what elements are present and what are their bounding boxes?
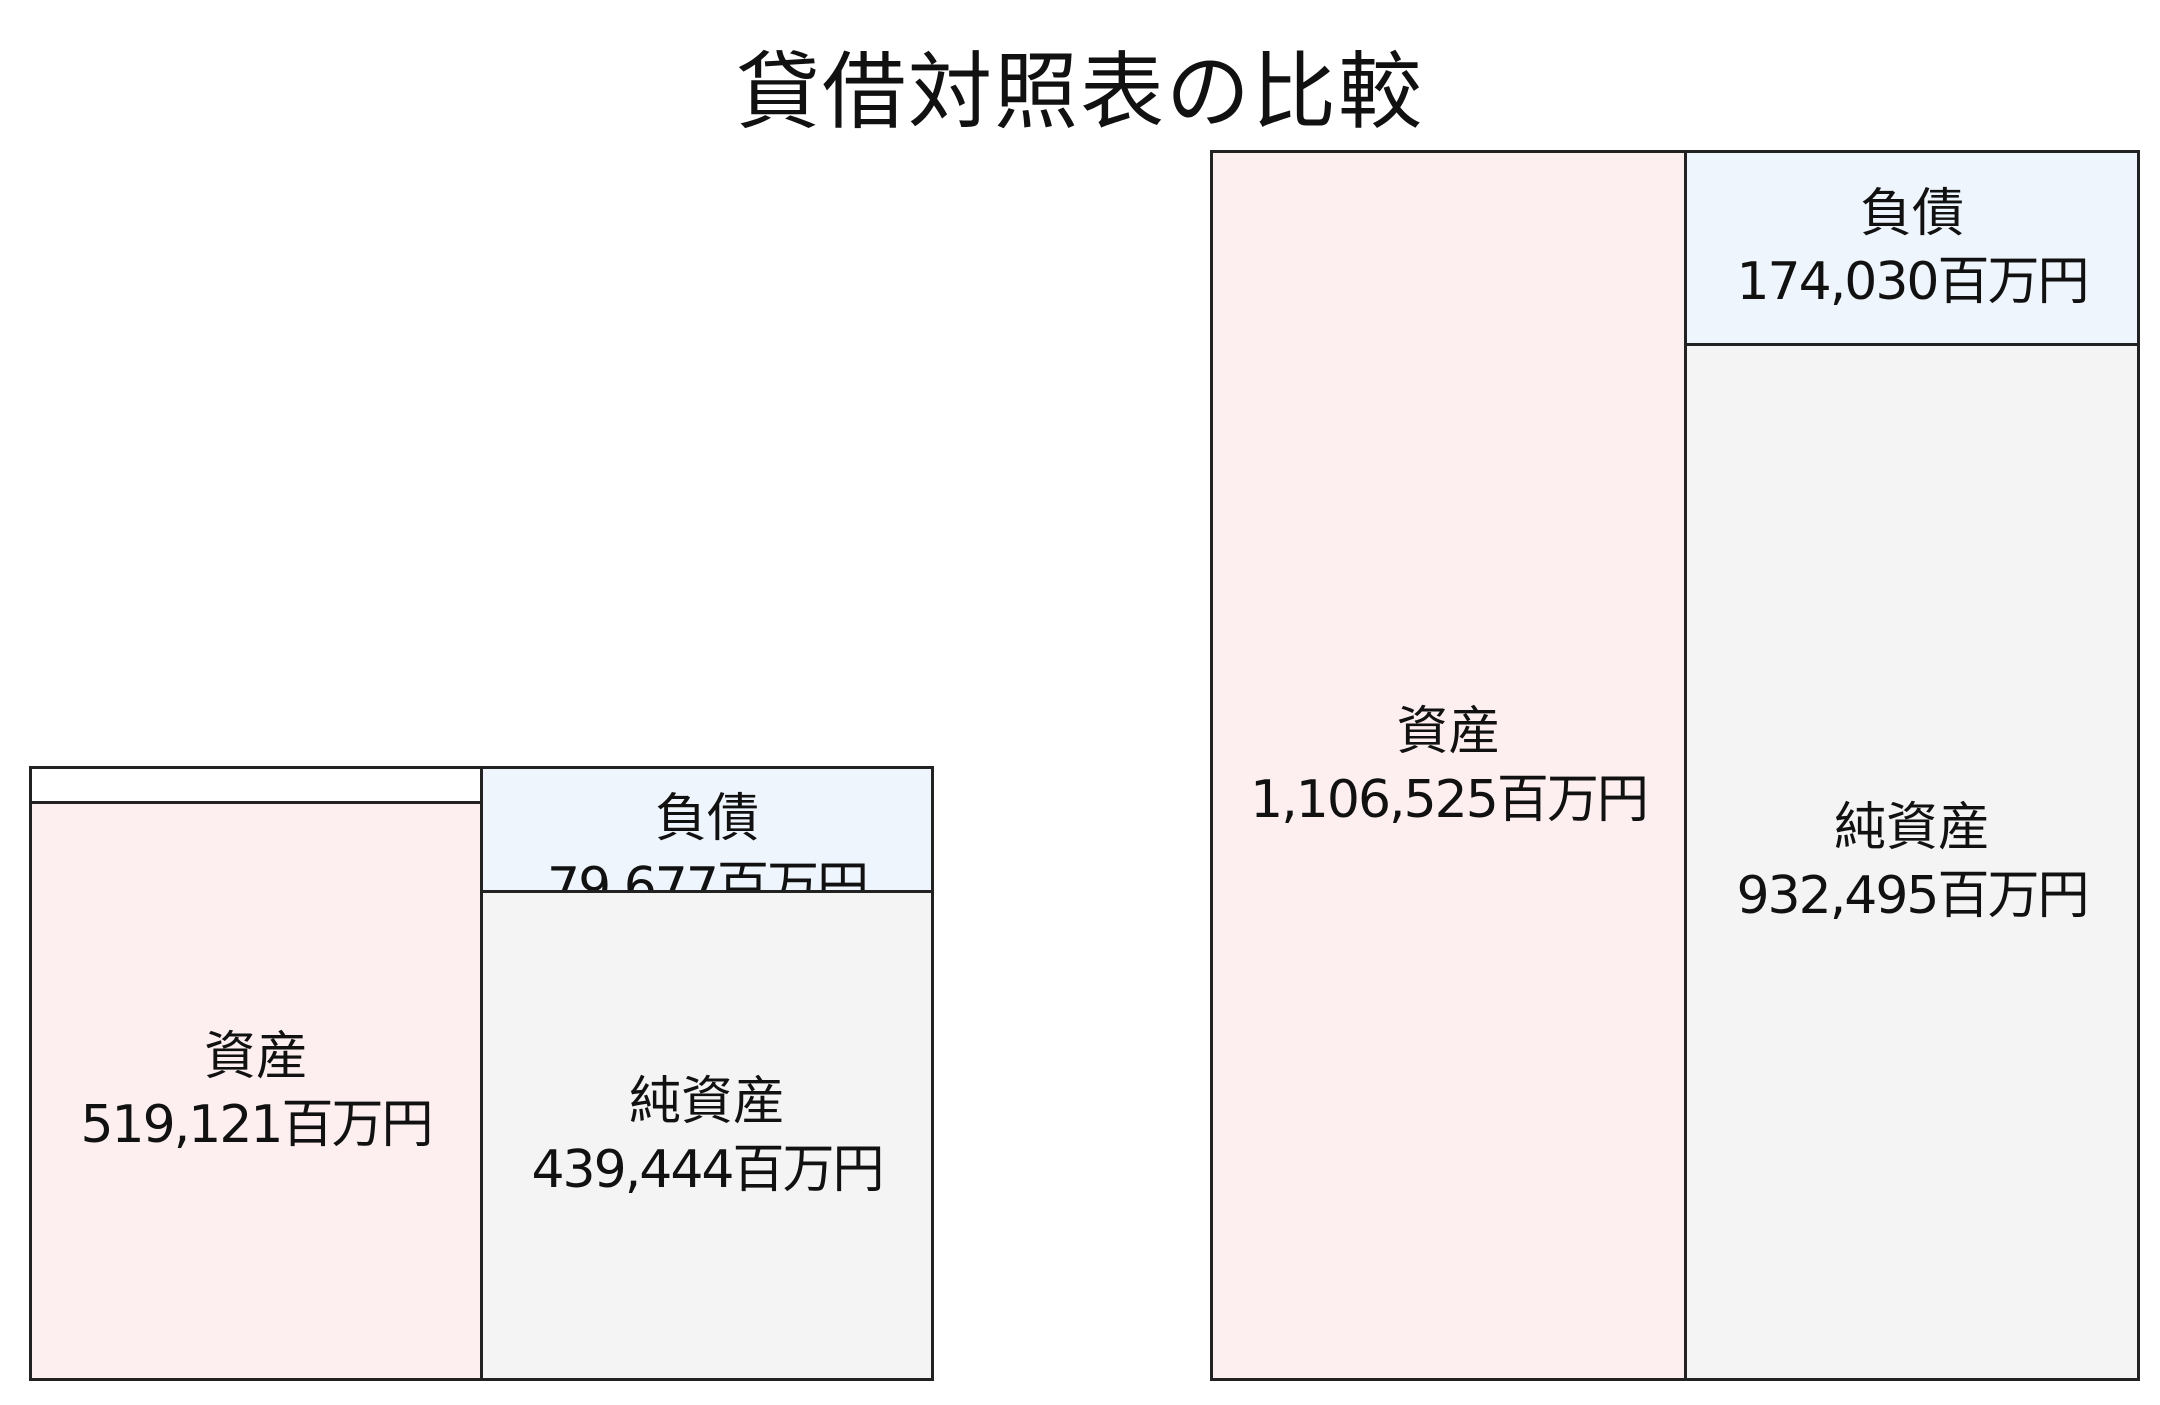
right-assets-block: 資産 1,106,525百万円: [1210, 150, 1687, 1381]
left-assets-block: 資産 519,121百万円: [29, 801, 483, 1381]
left-top-strip: [29, 766, 483, 804]
right-liabilities-block: 負債 174,030百万円: [1684, 150, 2140, 346]
left-liabilities-label: 負債: [654, 789, 759, 849]
right-net-assets-label: 純資産: [1833, 798, 1990, 858]
left-net-assets-value: 439,444百万円: [531, 1139, 884, 1200]
right-net-assets-block: 純資産 932,495百万円: [1684, 343, 2140, 1381]
right-liabilities-label: 負債: [1859, 184, 1964, 244]
left-net-assets-label: 純資産: [628, 1071, 785, 1132]
right-assets-value: 1,106,525百万円: [1250, 769, 1649, 830]
chart-title: 貸借対照表の比較: [735, 43, 1424, 141]
right-liabilities-value: 174,030百万円: [1736, 252, 2089, 312]
left-assets-label: 資産: [203, 1027, 308, 1087]
left-liabilities-block: 負債 79,677百万円: [480, 766, 934, 893]
right-assets-label: 資産: [1396, 701, 1501, 762]
left-assets-value: 519,121百万円: [80, 1095, 433, 1155]
left-net-assets-block: 純資産 439,444百万円: [480, 890, 934, 1381]
left-liabilities-value: 79,677百万円: [547, 857, 869, 893]
right-net-assets-value: 932,495百万円: [1736, 866, 2089, 926]
